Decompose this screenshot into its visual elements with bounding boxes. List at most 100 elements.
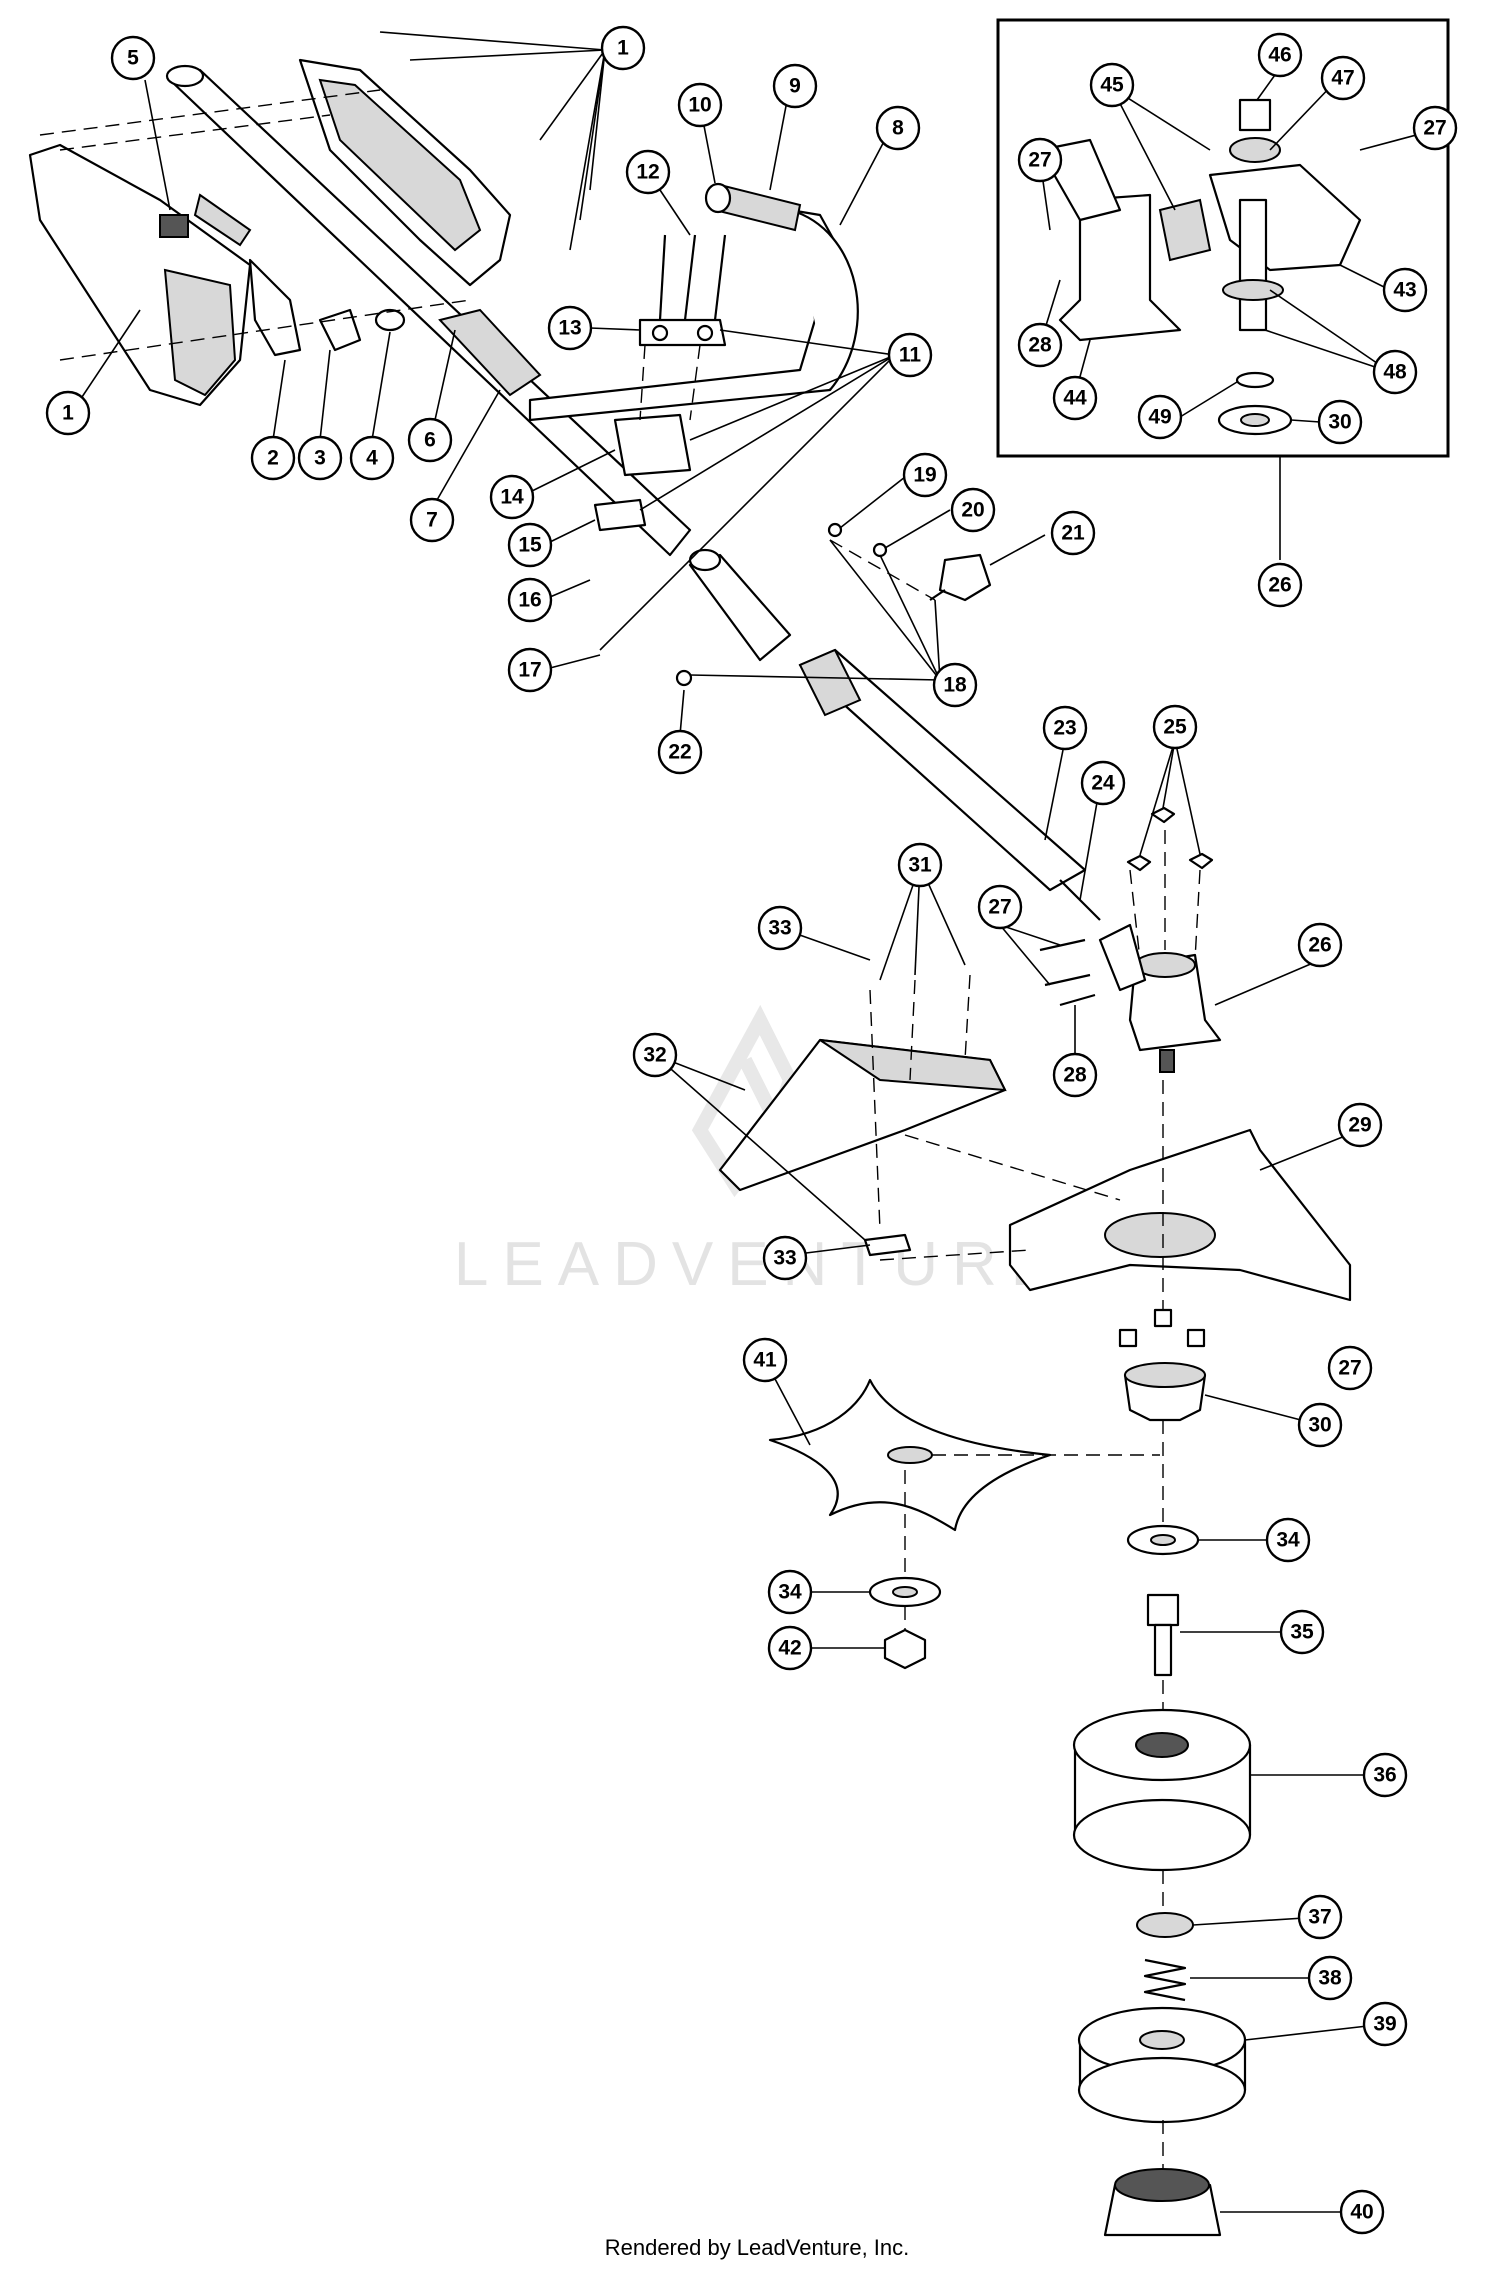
callout-label: 1 [617,37,629,60]
leader-17 [549,654,601,669]
callout-label: 48 [1383,361,1407,384]
j-handle-loop [789,208,859,391]
leader-21 [989,534,1046,566]
callout-label: 24 [1091,772,1115,795]
leader-49 [1179,381,1238,418]
callout-label: 46 [1268,44,1291,67]
leader-47 [1269,81,1336,151]
callout-label: 4 [366,447,378,470]
callout-1-top: 1 [600,25,646,71]
handle-assembly [28,58,512,407]
callout-26: 26 [1297,922,1343,968]
guard-bolt-a [1118,1328,1138,1348]
callout-label: 47 [1331,67,1354,90]
callout-label: 21 [1061,522,1085,545]
dash-b [59,114,331,151]
callout-label: 27 [1028,149,1051,172]
leader-11c [639,354,896,511]
callout-label: 40 [1350,2201,1373,2224]
leader-18b [879,554,941,681]
shaft-coupler [675,522,992,687]
callout-34-left: 34 [767,1569,813,1615]
coupler-mouth [688,548,722,572]
dash-c [59,299,471,361]
callout-label: 25 [1163,716,1187,739]
trimmer-head-stack [1072,1308,1252,2237]
j-handle-end [704,182,732,214]
spool-spring [1143,1958,1187,2002]
callout-4: 4 [349,435,395,481]
leader-25c [1174,739,1201,855]
dash-t [869,989,881,1231]
inset-housing [1058,193,1182,342]
callout-27-inset-right: 27 [1412,105,1458,151]
leader-43 [1339,264,1391,291]
callout-label: 15 [518,534,542,557]
callout-30: 30 [1297,1402,1343,1448]
throttle-lockout [193,193,252,247]
callout-label: 11 [899,344,922,367]
callout-label: 34 [1276,1529,1300,1552]
leader-5 [144,79,171,211]
callout-label: 22 [668,741,691,764]
callout-label: 37 [1308,1906,1331,1929]
callout-27: 27 [977,884,1023,930]
callout-28-inset: 28 [1017,322,1063,368]
footer-credit: Rendered by LeadVenture, Inc. [605,2235,910,2260]
callout-45: 45 [1089,62,1135,108]
callout-label: 20 [961,499,984,522]
nut-25a [1126,854,1152,872]
callout-29: 29 [1337,1102,1383,1148]
leader-11b [689,354,896,441]
callout-label: 38 [1318,1967,1342,1990]
leader-4 [371,331,391,441]
callout-42: 42 [767,1625,813,1671]
callout-label: 41 [753,1349,777,1372]
callout-28: 28 [1052,1052,1098,1098]
screw-12a [658,234,667,321]
callout-label: 34 [778,1581,802,1604]
dash-v [964,974,971,1061]
dash-r [904,1134,1121,1201]
callout-label: 17 [518,659,541,682]
handle-grip-pad [163,268,237,397]
guard-bolt-b [1153,1308,1173,1328]
line-spool-hub [1139,2030,1185,2050]
leader-1d [589,49,606,191]
callout-label: 35 [1290,1621,1314,1644]
dash-h [1129,869,1141,961]
gear-head-bolts [1039,938,1096,1007]
gear-head-spindle [1159,1049,1175,1073]
callout-38: 38 [1307,1955,1353,2001]
coupler-screw [872,542,888,558]
callout-37: 37 [1297,1894,1343,1940]
callout-21: 21 [1050,510,1096,556]
callout-label: 27 [1338,1357,1361,1380]
shaft-end [165,64,205,88]
callout-49: 49 [1137,394,1183,440]
inset-gear-head [1038,98,1362,436]
callout-label: 32 [643,1044,666,1067]
coupler-knob [938,553,992,602]
callout-31: 31 [897,842,943,888]
bump-knob-top [1114,2168,1210,2202]
leader-45a [1111,87,1176,211]
leader-39 [1244,2023,1386,2041]
leader-8 [839,129,891,226]
spool-housing-bottom [1072,1798,1252,1872]
callout-6: 6 [407,417,453,463]
callout-label: 42 [778,1637,801,1660]
callout-14: 14 [489,474,535,520]
assembly-lines [39,89,1201,2170]
callout-label: 28 [1063,1064,1087,1087]
leader-14 [529,449,616,493]
callout-label: 30 [1328,411,1351,434]
blade-nut [883,1628,927,1670]
callout-19: 19 [902,452,948,498]
gear-head [1039,806,1222,1073]
leader-1c [539,49,606,141]
callout-9: 9 [772,63,818,109]
callout-label: 36 [1373,1764,1396,1787]
callout-1-left: 1 [45,390,91,436]
